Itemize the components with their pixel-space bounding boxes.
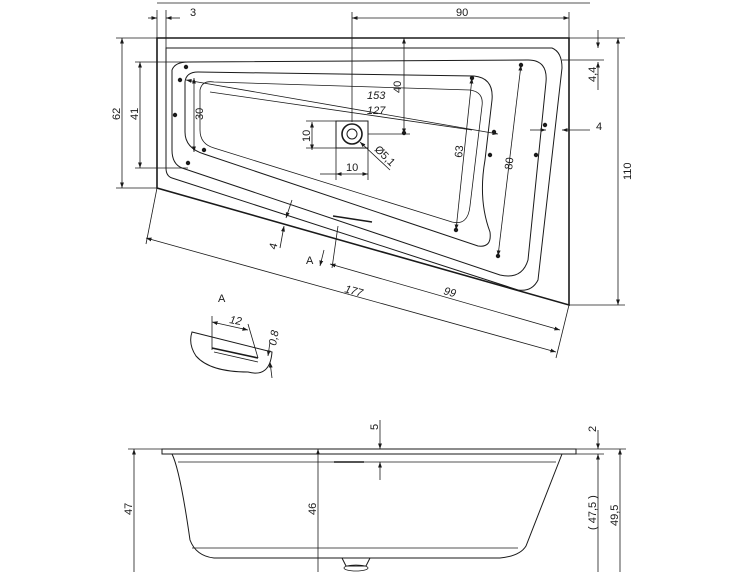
dim-4-4: 4,4 xyxy=(587,67,599,82)
dim-41: 41 xyxy=(129,108,141,120)
dim-4-front: 4 xyxy=(267,242,280,251)
dim-80: 80 xyxy=(503,157,516,171)
dim-177: 177 xyxy=(343,283,365,300)
detail-a: A 12 0,8 xyxy=(190,293,282,379)
plan-dimension-lines xyxy=(116,2,625,359)
dim-127: 127 xyxy=(367,105,386,117)
overflow-plate xyxy=(332,215,373,223)
side-dim-49-5: 49,5 xyxy=(609,505,621,526)
side-dim-5: 5 xyxy=(369,424,381,430)
dim-63: 63 xyxy=(453,145,466,158)
dim-10-horizontal: 10 xyxy=(346,162,358,174)
dim-62: 62 xyxy=(111,108,123,120)
side-view: 47 46 5 2 ( 47,5 ) 49,5 xyxy=(123,420,626,572)
detail-a-plate xyxy=(211,347,259,359)
detail-a-profile xyxy=(190,331,273,374)
detail-a-title: A xyxy=(218,293,226,305)
dim-153: 153 xyxy=(367,90,386,102)
side-drain xyxy=(341,557,371,567)
side-dim-2: 2 xyxy=(587,426,599,432)
side-body xyxy=(171,453,563,559)
dim-110: 110 xyxy=(622,162,634,180)
plan-reference-points xyxy=(172,62,548,259)
side-dim-47-5: ( 47,5 ) xyxy=(587,495,599,530)
detail-a-dim-0-8: 0,8 xyxy=(267,329,282,347)
section-marker-a: A xyxy=(306,255,314,267)
plan-basin-inner xyxy=(184,71,493,247)
plan-basin-outer xyxy=(171,59,547,277)
detail-a-dim-12: 12 xyxy=(228,314,242,328)
plan-basin-bottom xyxy=(199,81,483,224)
side-dim-47: 47 xyxy=(123,503,135,515)
drain-symbol xyxy=(335,120,369,149)
side-dim-46: 46 xyxy=(307,503,319,515)
dim-10-vertical: 10 xyxy=(301,130,313,142)
dim-3: 3 xyxy=(190,7,196,19)
dim-4-right: 4 xyxy=(596,121,602,133)
dim-99: 99 xyxy=(442,285,457,300)
side-rim xyxy=(161,448,577,455)
plan-view: 90 3 4,4 4 110 62 41 30 40 153 127 10 10… xyxy=(111,2,634,359)
dim-30: 30 xyxy=(194,108,206,120)
dim-40: 40 xyxy=(392,81,404,93)
plan-outer-rim xyxy=(156,37,570,307)
dim-90: 90 xyxy=(456,7,468,19)
